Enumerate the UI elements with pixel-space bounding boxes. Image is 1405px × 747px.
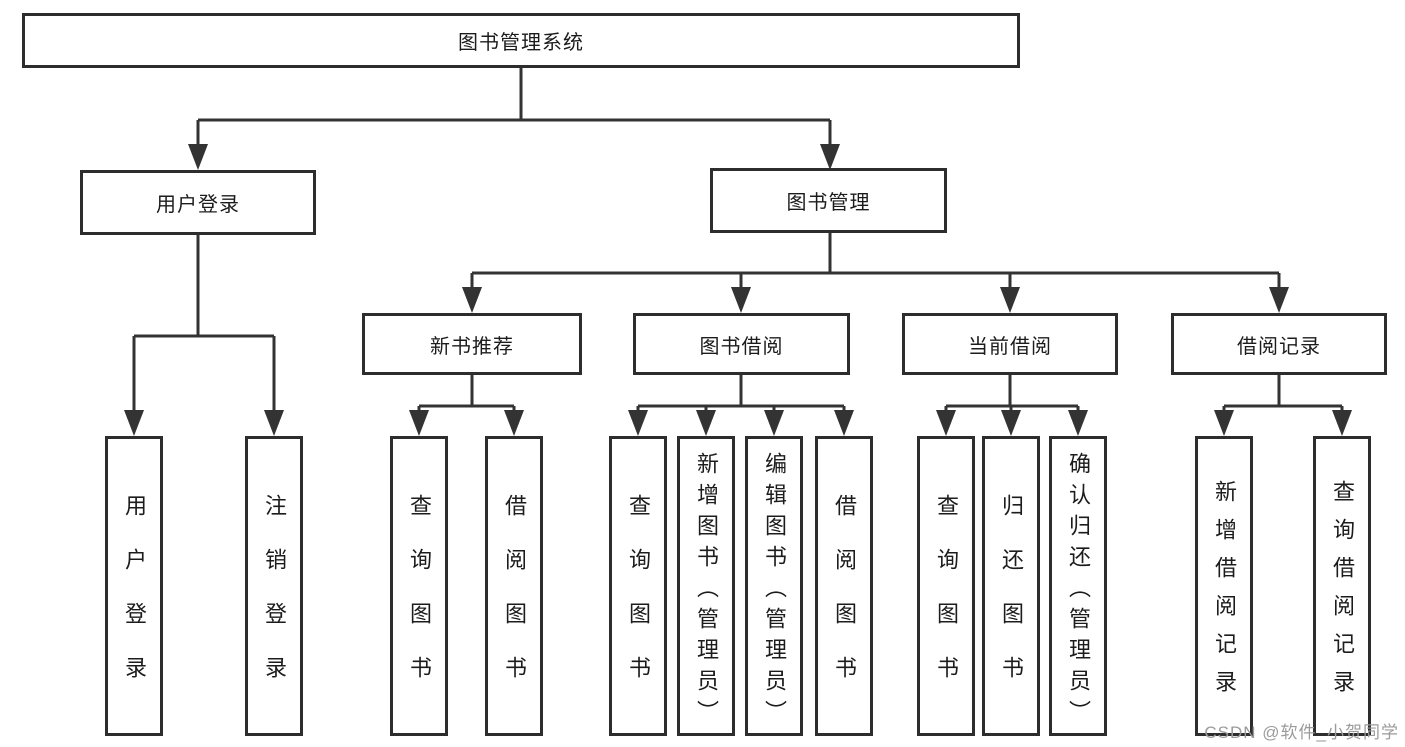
leaf-add-book-admin: 新增图书（管理员） bbox=[677, 436, 735, 736]
arrow-down-icon bbox=[409, 410, 429, 436]
arrow-down-icon bbox=[764, 410, 784, 436]
node-book-management: 图书管理 bbox=[710, 168, 947, 233]
leaf-borrow-books-recommend-label: 借阅图书 bbox=[502, 494, 527, 710]
node-current-borrow-label: 当前借阅 bbox=[968, 335, 1052, 358]
arrow-down-icon bbox=[1068, 410, 1088, 436]
leaf-add-book-admin-label: 新增图书（管理员） bbox=[694, 451, 719, 731]
leaf-query-books-current: 查询图书 bbox=[917, 436, 975, 736]
leaf-edit-book-admin: 编辑图书（管理员） bbox=[745, 436, 803, 736]
node-root-label: 图书管理系统 bbox=[458, 32, 584, 54]
wire-new-book-recommend-to-leaves bbox=[417, 375, 516, 416]
node-user-login: 用户登录 bbox=[80, 170, 316, 235]
arrow-down-icon bbox=[1269, 287, 1289, 313]
leaf-add-borrow-record-label: 新增借阅记录 bbox=[1212, 480, 1237, 708]
leaf-query-books-recommend: 查询图书 bbox=[390, 436, 448, 736]
arrow-down-icon bbox=[188, 144, 208, 170]
leaf-logout-label: 注销登录 bbox=[262, 494, 287, 710]
wire-book-borrow-to-leaves bbox=[636, 375, 846, 416]
wire-root-to-level2 bbox=[196, 68, 832, 150]
leaf-user-login-label: 用户登录 bbox=[122, 494, 147, 710]
node-book-borrow: 图书借阅 bbox=[633, 313, 850, 375]
node-new-book-recommend-label: 新书推荐 bbox=[430, 335, 514, 358]
arrow-down-icon bbox=[504, 410, 524, 436]
arrow-down-icon bbox=[1332, 410, 1352, 436]
leaf-confirm-return-admin: 确认归还（管理员） bbox=[1049, 436, 1107, 736]
node-current-borrow: 当前借阅 bbox=[902, 313, 1118, 375]
arrow-down-icon bbox=[264, 410, 284, 436]
leaf-query-borrow-record: 查询借阅记录 bbox=[1313, 436, 1371, 736]
node-new-book-recommend: 新书推荐 bbox=[362, 313, 582, 375]
node-book-borrow-label: 图书借阅 bbox=[699, 335, 784, 358]
arrow-down-icon bbox=[1000, 287, 1020, 313]
leaf-return-book: 归还图书 bbox=[982, 436, 1040, 736]
leaf-borrow-books: 借阅图书 bbox=[815, 436, 873, 736]
wire-borrow-records-to-leaves bbox=[1222, 375, 1344, 416]
leaf-query-books-current-label: 查询图书 bbox=[934, 494, 959, 710]
node-root: 图书管理系统 bbox=[22, 13, 1020, 68]
arrow-down-icon bbox=[696, 410, 716, 436]
arrow-down-icon bbox=[462, 287, 482, 313]
wire-user-login-to-leaves bbox=[132, 235, 276, 416]
watermark-text: CSDN @软件_小贺同学 bbox=[1204, 723, 1399, 742]
leaf-user-login: 用户登录 bbox=[105, 436, 163, 736]
arrow-down-icon bbox=[1214, 410, 1234, 436]
arrow-down-icon bbox=[820, 144, 840, 170]
leaf-query-books-borrow-label: 查询图书 bbox=[626, 494, 651, 710]
wire-book-management-to-level3 bbox=[470, 233, 1281, 291]
node-user-login-label: 用户登录 bbox=[156, 194, 240, 216]
arrow-down-icon bbox=[628, 410, 648, 436]
leaf-add-borrow-record: 新增借阅记录 bbox=[1195, 436, 1253, 736]
leaf-borrow-books-recommend: 借阅图书 bbox=[485, 436, 543, 736]
leaf-query-books-borrow: 查询图书 bbox=[609, 436, 667, 736]
leaf-edit-book-admin-label: 编辑图书（管理员） bbox=[762, 451, 787, 731]
wire-current-borrow-to-leaves bbox=[944, 375, 1080, 416]
arrow-down-icon bbox=[936, 410, 956, 436]
leaf-borrow-books-label: 借阅图书 bbox=[832, 494, 857, 710]
leaf-query-borrow-record-label: 查询借阅记录 bbox=[1330, 480, 1355, 708]
leaf-return-book-label: 归还图书 bbox=[999, 494, 1024, 710]
arrow-down-icon bbox=[1001, 410, 1021, 436]
node-borrow-records-label: 借阅记录 bbox=[1237, 335, 1321, 358]
leaf-query-books-recommend-label: 查询图书 bbox=[407, 494, 432, 710]
leaf-confirm-return-admin-label: 确认归还（管理员） bbox=[1066, 451, 1091, 731]
node-book-management-label: 图书管理 bbox=[786, 192, 871, 214]
leaf-logout: 注销登录 bbox=[245, 436, 303, 736]
arrow-down-icon bbox=[834, 410, 854, 436]
arrow-down-icon bbox=[731, 287, 751, 313]
node-borrow-records: 借阅记录 bbox=[1171, 313, 1387, 375]
arrow-down-icon bbox=[124, 410, 144, 436]
